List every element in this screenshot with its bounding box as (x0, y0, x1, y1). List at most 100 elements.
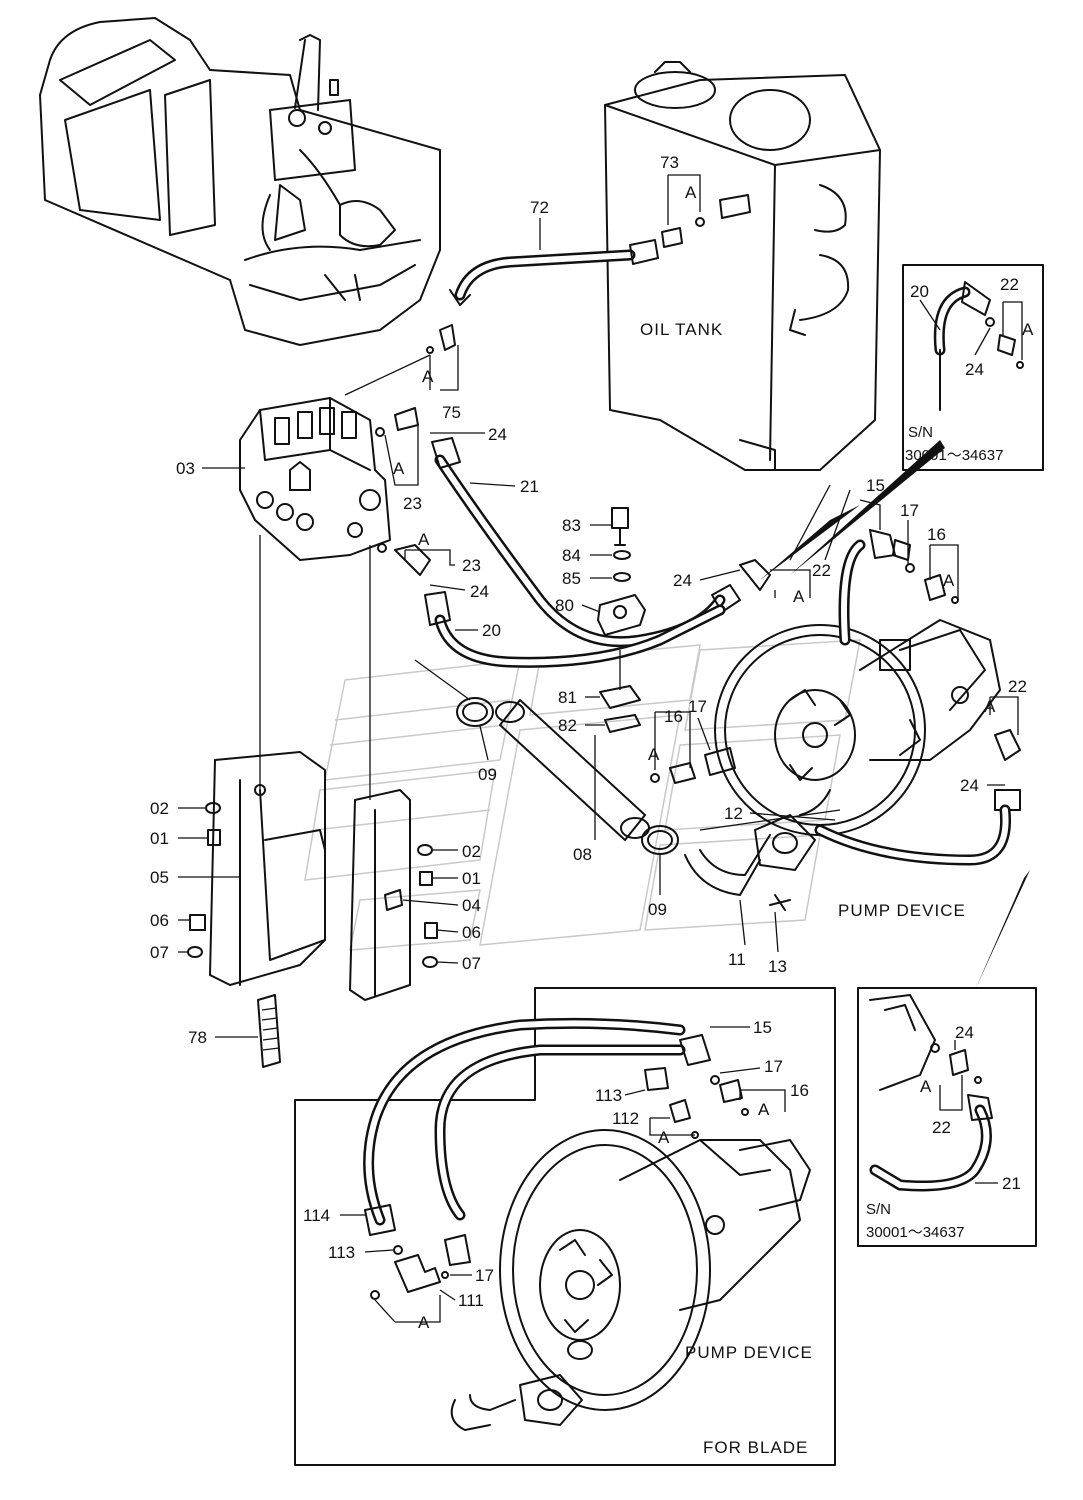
part-17-right: 17 (900, 501, 919, 520)
hose-20 (424, 591, 726, 668)
part-09-lower: 09 (648, 900, 667, 919)
part-24-upper: 24 (488, 425, 507, 444)
inset-part-20: 20 (910, 282, 929, 301)
part-15: 15 (866, 476, 885, 495)
inset2-part-a: A (920, 1077, 932, 1096)
sn-prefix-bottom: S/N (866, 1201, 891, 1218)
part-21: 21 (520, 477, 539, 496)
part-13: 13 (768, 957, 787, 976)
part-22-mid: 22 (812, 561, 831, 580)
item-78 (257, 994, 281, 1068)
excavator-illustration (39, 17, 441, 346)
part-83: 83 (562, 516, 581, 535)
part-75-a: A (422, 367, 434, 386)
part-23-upper-a: A (393, 459, 405, 478)
hose-clamp-09-upper (456, 697, 494, 727)
part-08: 08 (573, 845, 592, 864)
part-73-a: A (685, 183, 697, 202)
clamp-81-82 (599, 685, 641, 733)
bolts-washers (187, 802, 438, 968)
part-16-center-a: A (648, 745, 660, 764)
blade-part-17-bottom: 17 (475, 1266, 494, 1285)
inset-part-22-a: A (1022, 320, 1034, 339)
blade-part-113-top: 113 (595, 1086, 622, 1105)
blade-part-114: 114 (303, 1206, 330, 1225)
blade-part-111: 111 (458, 1291, 484, 1310)
part-07-left: 07 (150, 943, 169, 962)
blade-part-111-a: A (418, 1313, 430, 1332)
inset-part-22: 22 (1000, 275, 1019, 294)
part-23-upper: 23 (403, 494, 422, 513)
leader-lines (259, 354, 1030, 990)
part-73: 73 (660, 153, 679, 172)
part-04: 04 (462, 896, 481, 915)
blade-part-15: 15 (753, 1018, 772, 1037)
hose-72 (449, 217, 705, 306)
callouts: 72 73 A 75 A 03 23 A 24 21 23 A 24 20 83… (150, 153, 1034, 1332)
inset-sn-bottom: S/N 30001～34637 (857, 987, 1037, 1247)
part-20: 20 (482, 621, 501, 640)
blade-part-112-a: A (658, 1128, 670, 1147)
inset-part-24: 24 (965, 360, 984, 379)
part-23-lower-a: A (418, 530, 430, 549)
inset2-part-22: 22 (932, 1118, 951, 1137)
inset2-part-21: 21 (1002, 1174, 1021, 1193)
part-22-mid-a: A (793, 587, 805, 606)
for-blade-label: FOR BLADE (703, 1438, 808, 1457)
part-01-right: 01 (462, 869, 481, 888)
fittings-22-24 (739, 559, 1021, 811)
inset2-part-24: 24 (955, 1023, 974, 1042)
part-06-right: 06 (462, 923, 481, 942)
inset-for-blade: PUMP DEVICE FOR BLADE (294, 987, 836, 1466)
part-05: 05 (150, 868, 169, 887)
pump-device-label: PUMP DEVICE (838, 901, 966, 920)
blade-part-113-bottom: 113 (328, 1243, 355, 1262)
oil-tank-label: OIL TANK (640, 320, 723, 339)
part-07-right: 07 (462, 954, 481, 973)
part-72: 72 (530, 198, 549, 217)
part-22-right-a: A (984, 697, 996, 716)
part-85: 85 (562, 569, 581, 588)
hose-15 (838, 529, 911, 646)
part-02-right: 02 (462, 842, 481, 861)
blade-part-112: 112 (612, 1109, 639, 1128)
part-09-upper: 09 (478, 765, 497, 784)
part-24-lower: 24 (470, 582, 489, 601)
part-01-left: 01 (150, 829, 169, 848)
part-16-center: 16 (664, 707, 683, 726)
part-03: 03 (176, 459, 195, 478)
part-24-mid: 24 (673, 571, 692, 590)
part-12: 12 (724, 804, 743, 823)
oil-tank: OIL TANK (604, 61, 881, 471)
part-80: 80 (555, 596, 574, 615)
part-16-right: 16 (927, 525, 946, 544)
part-24-right: 24 (960, 776, 979, 795)
part-75: 75 (442, 403, 461, 422)
blade-part-16: 16 (790, 1081, 809, 1100)
part-81: 81 (558, 688, 577, 707)
part-06-left: 06 (150, 911, 169, 930)
part-02-left: 02 (150, 799, 169, 818)
control-valve-03 (239, 397, 391, 561)
fittings-16-17 (905, 563, 959, 604)
part-78: 78 (188, 1028, 207, 1047)
blade-part-16-a: A (758, 1100, 770, 1119)
bracket-04 (349, 789, 411, 1001)
hose-clamp-09-lower (641, 825, 679, 855)
part-23-lower: 23 (462, 556, 481, 575)
part-84: 84 (562, 546, 581, 565)
pump-device-blade-label: PUMP DEVICE (685, 1343, 813, 1362)
clamp-80 (597, 507, 646, 636)
blade-part-17-top: 17 (764, 1057, 783, 1076)
sn-prefix-top: S/N (908, 424, 933, 441)
part-82: 82 (558, 716, 577, 735)
hose-21 (431, 437, 741, 648)
part-22-right: 22 (1008, 677, 1027, 696)
inset-sn-top: S/N 30001～34637 (902, 264, 1044, 471)
sn-range-bottom: 30001～34637 (866, 1224, 964, 1241)
part-11: 11 (728, 950, 746, 969)
sn-range-top: 30001～34637 (905, 447, 1003, 464)
bracket-05 (209, 751, 326, 986)
